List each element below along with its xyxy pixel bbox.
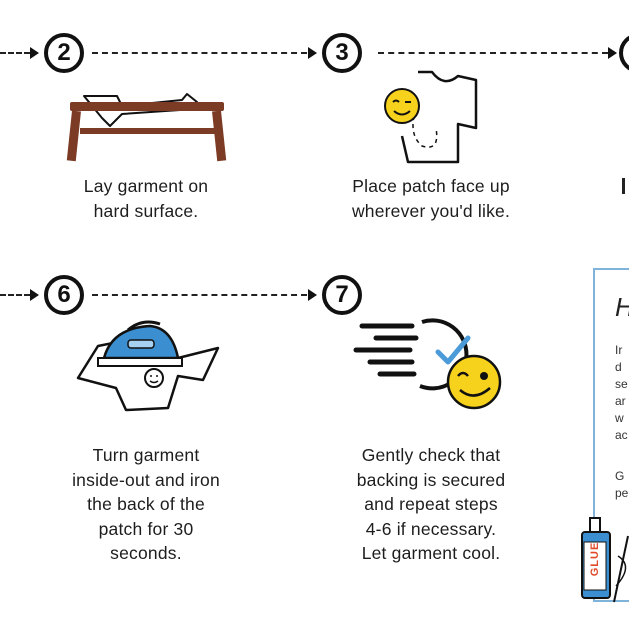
glue-label: GLUE [589, 541, 601, 577]
connector-line [0, 52, 30, 54]
info-box-text-2: G pe [615, 469, 629, 500]
step-7-caption: Gently check that backing is secured and… [356, 445, 506, 563]
arrow-right-icon [308, 47, 317, 59]
info-box-text-1: Ir d se ar w ac [615, 343, 628, 442]
arrow-right-icon [30, 289, 39, 301]
step-6-caption: Turn garment inside-out and iron the bac… [72, 445, 220, 563]
clock-check-emoji-icon [353, 318, 502, 410]
step-2-caption: Lay garment on hard surface. [83, 176, 209, 221]
step-number-7: 7 [322, 275, 362, 315]
garment-patch-icon [384, 70, 478, 164]
connector-line [378, 52, 608, 54]
step-3-caption: Place patch face up wherever you'd like. [351, 176, 511, 221]
iron-garment-icon [76, 320, 220, 412]
step-number-3: 3 [322, 33, 362, 73]
connector-line [92, 52, 307, 54]
table-garment-icon [66, 93, 227, 162]
info-box: H Ir d se ar w ac G pe [593, 268, 629, 602]
connector-line [92, 294, 307, 296]
connector-line [0, 294, 30, 296]
arrow-right-icon [608, 47, 617, 59]
arrow-right-icon [308, 289, 317, 301]
step-number-2: 2 [44, 33, 84, 73]
step-circle-partial [619, 33, 629, 73]
info-box-heading: H [615, 292, 629, 323]
step-number-6: 6 [44, 275, 84, 315]
arrow-right-icon [30, 47, 39, 59]
partial-caption-bar [622, 178, 625, 194]
glue-bottle-icon [581, 517, 629, 603]
